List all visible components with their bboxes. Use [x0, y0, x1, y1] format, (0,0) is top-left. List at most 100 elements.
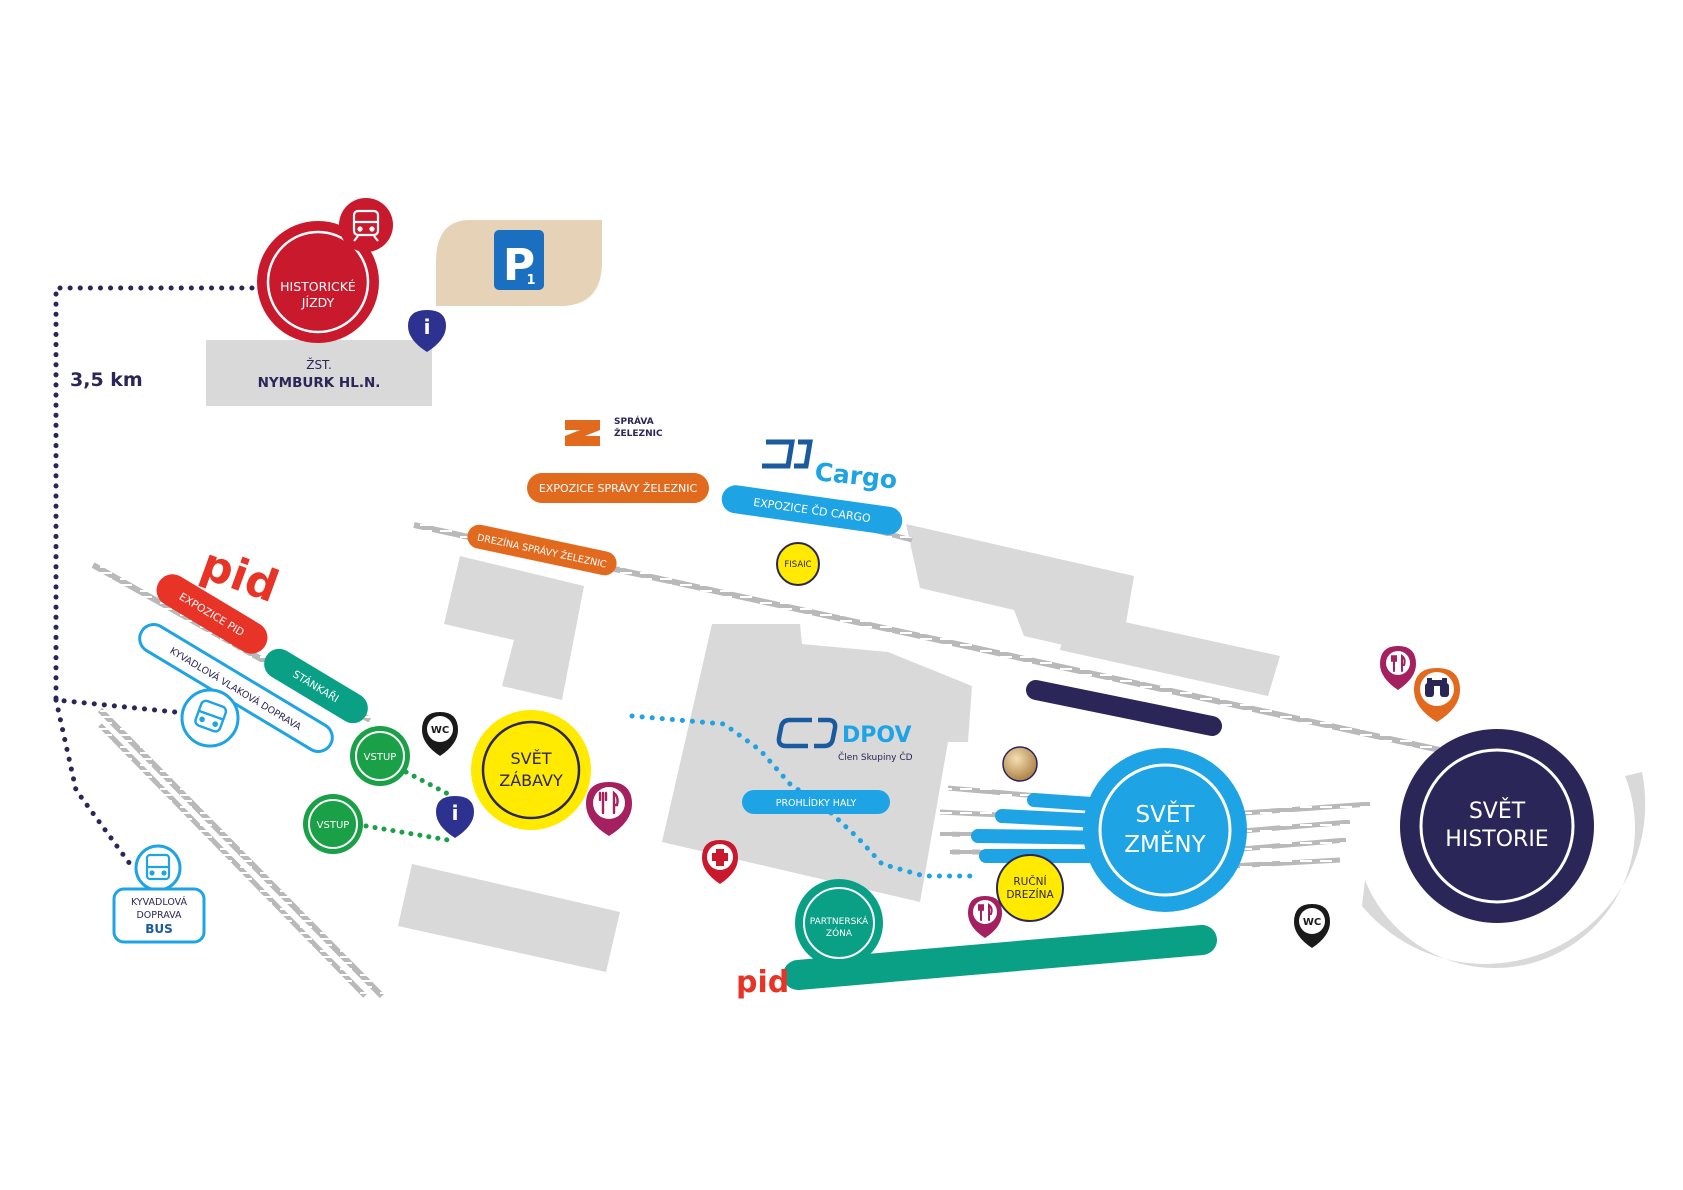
food-pin-zabavy[interactable]	[586, 782, 632, 836]
shuttle-train-marker[interactable]	[180, 688, 240, 748]
dpov-hall	[662, 624, 972, 902]
shuttle-bus-line2: DOPRAVA	[136, 910, 182, 921]
west-track-2	[97, 707, 385, 999]
info-pin-entrance[interactable]: i	[436, 796, 474, 838]
shuttle-train-circle[interactable]	[180, 688, 240, 748]
navy-platform-bar	[1026, 680, 1222, 736]
binoculars-icon	[1425, 678, 1449, 697]
shuttle-bus-box[interactable]	[112, 887, 206, 944]
expo-sz[interactable]: EXPOZICE SPRÁVY ŽELEZNIC	[527, 473, 709, 503]
historic-rides-circle[interactable]	[257, 221, 379, 343]
bus-icon	[145, 853, 171, 881]
viewpoint-pin[interactable]	[1414, 668, 1460, 722]
parking-sign	[494, 230, 544, 290]
west-track-3	[98, 723, 367, 998]
info-pin-station[interactable]: i	[408, 310, 446, 352]
sz-logo-line2: ŽELEZNIC	[614, 427, 663, 439]
partner-zone-line2: ZÓNA	[826, 927, 853, 939]
wc-icon-east: WC	[1303, 917, 1321, 928]
wc-pin-west-inner	[427, 716, 453, 742]
pid-teal-bar	[783, 925, 1217, 990]
zone-zabavy-line1: SVĚT	[511, 749, 552, 768]
building-south-west	[398, 864, 620, 972]
zone-historie[interactable]: SVĚT HISTORIE	[1400, 729, 1594, 923]
route-vstup-1	[403, 769, 455, 799]
east-track-7	[1229, 837, 1347, 853]
zone-historie-circle[interactable]	[1400, 729, 1594, 923]
route-vstup-2	[363, 823, 451, 843]
dpov-logo: DPOV Člen Skupiny ČD	[776, 717, 913, 763]
building-north-east	[1060, 610, 1280, 696]
hall-tour[interactable]: PROHLÍDKY HALY	[742, 790, 890, 814]
building-l-shape	[444, 556, 584, 700]
shuttle-bus[interactable]: KYVADLOVÁ DOPRAVA BUS	[112, 844, 206, 944]
first-aid-pin[interactable]	[702, 840, 738, 884]
zone-zmeny-line1: SVĚT	[1136, 800, 1196, 828]
entrance-2-ring	[308, 799, 358, 849]
zone-historie-line2: HISTORIE	[1445, 827, 1548, 852]
entrance-1-circle[interactable]	[350, 726, 410, 786]
station-building	[206, 340, 432, 406]
rucni-drezina-line2: DREZÍNA	[1006, 888, 1054, 901]
sz-logo-mark	[565, 420, 600, 446]
stankari[interactable]: STÁNKAŘI	[259, 643, 374, 728]
east-track-6	[1229, 819, 1351, 835]
partner-zone-circle[interactable]	[795, 879, 883, 967]
station-label-line1: ŽST.	[306, 357, 332, 372]
stankari-pill[interactable]	[259, 643, 374, 728]
dpov-logo-sub: Člen Skupiny ČD	[838, 751, 913, 763]
drezina-sz-pill[interactable]	[465, 522, 619, 577]
zone-zabavy-line2: ZÁBAVY	[499, 771, 563, 790]
food-pin-zabavy-inner	[593, 787, 625, 819]
expo-sz-label: EXPOZICE SPRÁVY ŽELEZNIC	[539, 482, 698, 495]
bronze-marker	[1002, 746, 1038, 782]
zone-zmeny-circle[interactable]	[1083, 748, 1247, 912]
expo-sz-pill[interactable]	[527, 473, 709, 503]
shuttle-bus-line3: BUS	[145, 922, 173, 936]
zone-historie-ring	[1419, 748, 1575, 904]
historic-rides-line2: JÍZDY	[301, 295, 335, 310]
hall-tour-label: PROHLÍDKY HALY	[776, 797, 857, 809]
historic-rides-line1: HISTORICKÉ	[280, 279, 356, 294]
food-pin-drezina[interactable]	[968, 896, 1002, 938]
fisaic-marker[interactable]: FISAIC	[776, 542, 820, 586]
station-label-line2: NYMBURK HL.N.	[258, 375, 381, 391]
expo-pid-pill[interactable]	[151, 568, 274, 659]
east-track-5	[1229, 801, 1371, 817]
parking-number: 1	[526, 273, 535, 288]
distance-label: 3,5 km	[70, 369, 143, 391]
cd-cargo-logo: Cargo	[762, 439, 899, 495]
wc-pin-east-inner	[1299, 908, 1325, 934]
cutlery-icon	[598, 790, 619, 815]
historic-rides[interactable]: HISTORICKÉ JÍZDY	[257, 198, 393, 343]
cargo-logo-text: Cargo	[813, 457, 898, 494]
zone-historie-line1: SVĚT	[1469, 798, 1526, 824]
train-icon	[352, 209, 380, 242]
zone-zabavy-circle[interactable]	[471, 710, 591, 830]
expo-cargo-pill[interactable]	[720, 483, 904, 536]
entrance-2-label: VSTUP	[317, 820, 350, 831]
sz-logo: SPRÁVA ŽELEZNIC	[565, 415, 663, 446]
info-pin-shape	[408, 310, 446, 352]
wc-pin-west[interactable]: WC	[422, 712, 458, 756]
wc-icon-west: WC	[431, 725, 449, 736]
cutlery-icon-3	[1391, 653, 1406, 672]
food-pin-historie[interactable]	[1380, 646, 1416, 690]
hall-tour-pill[interactable]	[742, 790, 890, 814]
entrance-2[interactable]: VSTUP	[303, 794, 363, 854]
zone-zmeny-line2: ZMĚNY	[1124, 830, 1206, 858]
partner-zone[interactable]: PARTNERSKÁ ZÓNA	[795, 879, 883, 967]
info-icon: i	[424, 315, 431, 339]
wc-pin-east[interactable]: WC	[1294, 904, 1330, 948]
rucni-drezina-circle[interactable]	[996, 854, 1064, 922]
entrance-2-circle[interactable]	[303, 794, 363, 854]
entrance-1[interactable]: VSTUP	[350, 726, 410, 786]
zone-zmeny-ring	[1098, 763, 1232, 897]
shuttle-train-icon	[194, 699, 228, 733]
entrance-1-label: VSTUP	[364, 752, 397, 763]
east-track-8	[1229, 857, 1341, 869]
zone-zmeny[interactable]: SVĚT ZMĚNY	[1083, 748, 1247, 912]
rucni-drezina[interactable]: RUČNÍ DREZÍNA	[996, 854, 1064, 922]
fisaic-circle[interactable]	[776, 542, 820, 586]
zone-zabavy[interactable]: SVĚT ZÁBAVY	[471, 710, 591, 830]
